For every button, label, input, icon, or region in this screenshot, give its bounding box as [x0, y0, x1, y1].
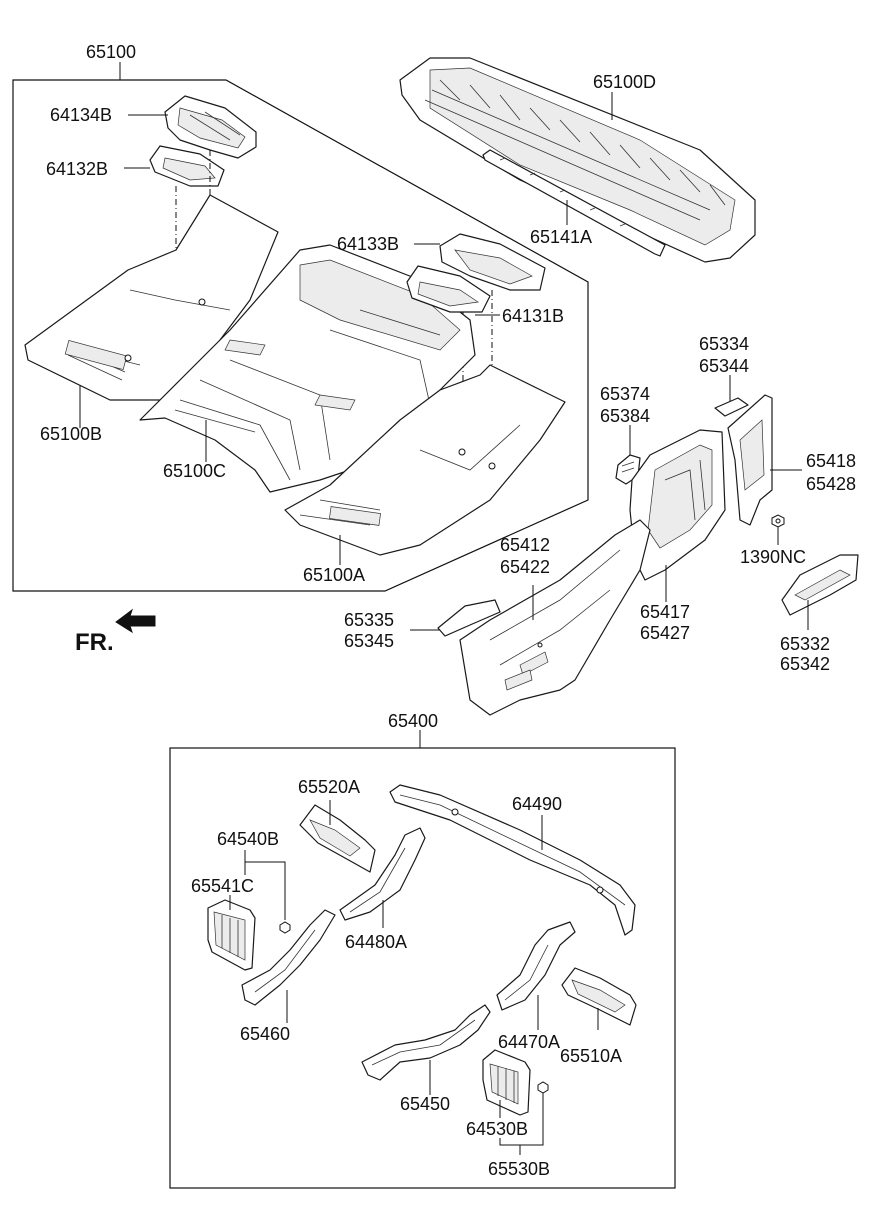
label-64131B: 64131B [502, 306, 564, 326]
label-65374: 65374 [600, 384, 650, 404]
label-64132B: 64132B [46, 159, 108, 179]
label-65530B: 65530B [488, 1159, 550, 1179]
label-65417: 65417 [640, 602, 690, 622]
part-65334 [714, 397, 749, 417]
label-65412: 65412 [500, 535, 550, 555]
label-65520A: 65520A [298, 777, 360, 797]
part-64490 [389, 784, 636, 936]
label-65541C: 65541C [191, 876, 254, 896]
label-64540B: 64540B [217, 829, 279, 849]
front-direction-indicator: FR. [75, 608, 156, 656]
label-1390NC: 1390NC [740, 547, 806, 567]
label-65100A: 65100A [303, 565, 365, 585]
part-65450 [361, 1004, 491, 1081]
label-65384: 65384 [600, 406, 650, 426]
part-65530B [537, 1081, 549, 1094]
part-64470A [496, 921, 576, 1011]
part-65335 [437, 599, 501, 637]
part-65100B [24, 194, 279, 401]
part-65520A [299, 804, 376, 873]
label-65332: 65332 [780, 634, 830, 654]
part-64540B [279, 921, 291, 934]
part-65460 [241, 909, 336, 1006]
label-65428: 65428 [806, 474, 856, 494]
label-65427: 65427 [640, 623, 690, 643]
part-65412 [459, 519, 651, 716]
part-65510A [561, 967, 637, 1026]
part-64530B [482, 1049, 531, 1116]
floor-assembly-group: 65100 64134B 64132B 65100B [12, 42, 589, 592]
frame-assembly-frame [169, 747, 676, 1189]
label-64490: 64490 [512, 794, 562, 814]
part-65541C [207, 899, 256, 971]
label-65450: 65450 [400, 1094, 450, 1114]
label-65100: 65100 [86, 42, 136, 62]
label-65422: 65422 [500, 557, 550, 577]
label-65100C: 65100C [163, 461, 226, 481]
frame-assembly-group: 65400 65520A 64490 64540B [169, 711, 676, 1189]
label-65460: 65460 [240, 1024, 290, 1044]
label-64134B: 64134B [50, 105, 112, 125]
label-65334: 65334 [699, 334, 749, 354]
label-64470A: 64470A [498, 1032, 560, 1052]
part-64480A [339, 827, 426, 921]
front-label: FR. [75, 629, 114, 656]
part-65100D [399, 57, 756, 263]
label-65344: 65344 [699, 356, 749, 376]
label-64480A: 64480A [345, 932, 407, 952]
part-1390NC [771, 514, 785, 528]
part-64132B [149, 145, 225, 187]
label-65335: 65335 [344, 610, 394, 630]
label-65418: 65418 [806, 451, 856, 471]
part-65418 [727, 394, 773, 526]
floor-assembly-frame [12, 79, 589, 592]
label-64530B: 64530B [466, 1119, 528, 1139]
label-65345: 65345 [344, 631, 394, 651]
label-65100B: 65100B [40, 424, 102, 444]
label-65141A: 65141A [530, 227, 592, 247]
label-65400: 65400 [388, 711, 438, 731]
front-arrow-icon [115, 608, 156, 634]
label-65100D: 65100D [593, 72, 656, 92]
part-64133B [439, 233, 546, 291]
part-65332 [781, 554, 859, 616]
label-65342: 65342 [780, 654, 830, 674]
label-64133B: 64133B [337, 234, 399, 254]
part-65417 [629, 429, 726, 581]
part-65141A [482, 149, 666, 257]
part-64131B [406, 265, 491, 313]
part-64134B [164, 95, 257, 159]
label-65510A: 65510A [560, 1046, 622, 1066]
part-65100A [284, 364, 566, 556]
